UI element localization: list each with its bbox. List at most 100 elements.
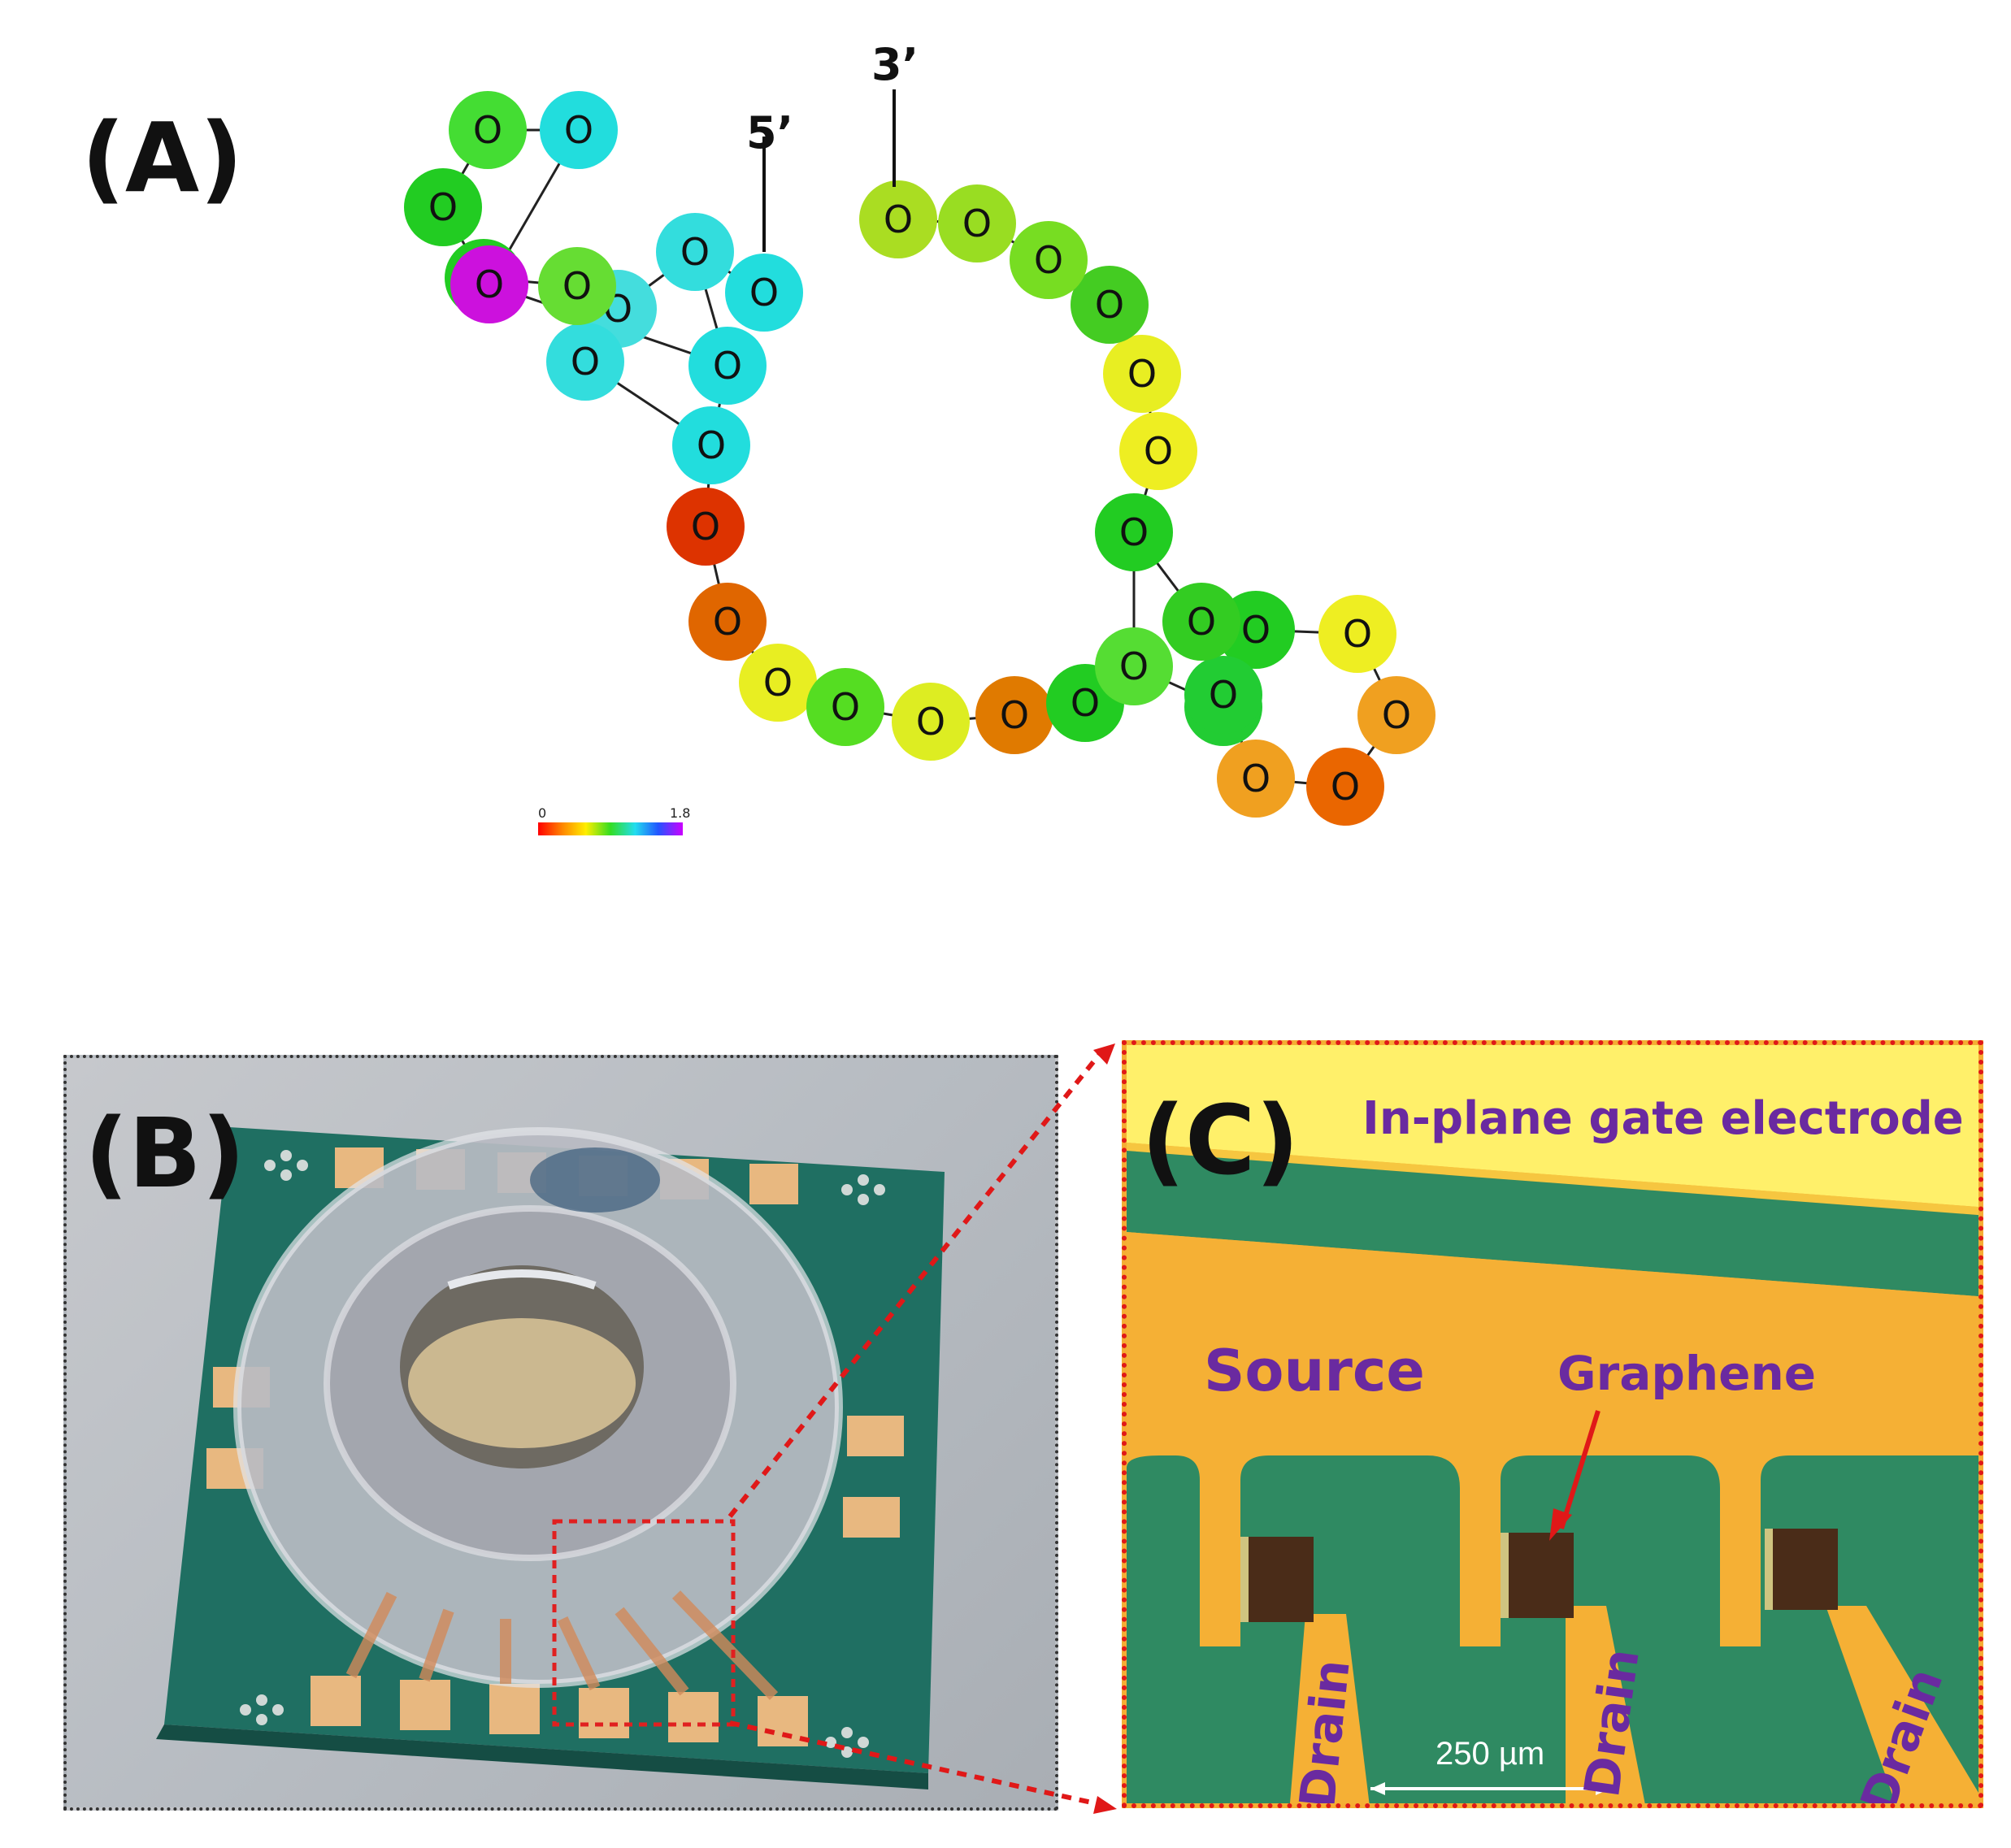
nucleotide-node: O	[1162, 583, 1240, 661]
nucleotide-label: O	[713, 344, 742, 388]
nucleotide-node: O	[1095, 627, 1173, 705]
chip-photo: (B)	[63, 1055, 1058, 1811]
rna-structure-diagram: OOOOOOOOOOOOOOOOOOOOOOOOOOOOOOOOOOO 5’ 3…	[404, 39, 1435, 835]
nucleotide-disc	[1095, 627, 1173, 705]
nucleotide-disc	[538, 247, 616, 325]
nucleotide-label: O	[1241, 757, 1270, 800]
nucleotide-node: O	[1095, 493, 1173, 571]
nucleotide-label: O	[1000, 693, 1029, 737]
nucleotide-node: O	[975, 676, 1053, 754]
nucleotide-label: O	[680, 230, 710, 274]
nucleotide-label: O	[884, 197, 913, 241]
nucleotide-disc	[739, 644, 817, 722]
nucleotide-disc	[450, 245, 528, 323]
nucleotide-node: O	[1357, 676, 1435, 754]
zoom-region-box	[552, 1519, 736, 1727]
nucleotide-disc	[892, 683, 970, 761]
nucleotide-node: O	[1217, 740, 1295, 818]
nucleotide-label: O	[1209, 673, 1238, 717]
nucleotide-disc	[806, 668, 884, 746]
nucleotide-node: O	[1306, 748, 1384, 826]
nucleotide-label: O	[475, 262, 504, 306]
nucleotide-label: O	[1144, 429, 1173, 473]
nucleotide-label: O	[697, 423, 726, 467]
nucleotide-label: O	[962, 202, 992, 245]
nucleotide-disc	[540, 91, 618, 169]
nucleotide-label: O	[1187, 600, 1216, 644]
nucleotide-disc	[975, 676, 1053, 754]
color-scale-bar	[538, 822, 683, 835]
nucleotide-disc	[546, 323, 624, 401]
nucleotide-disc	[1071, 266, 1149, 344]
nucleotide-disc	[688, 583, 767, 661]
nucleotide-node: O	[538, 247, 616, 325]
nucleotide-label: O	[1034, 238, 1063, 282]
nucleotide-nodes: OOOOOOOOOOOOOOOOOOOOOOOOOOOOOOOOOOO	[404, 91, 1435, 826]
color-scale-min: 0	[538, 805, 546, 821]
nucleotide-label: O	[428, 185, 458, 229]
nucleotide-node: O	[859, 180, 937, 258]
nucleotide-label: O	[1127, 352, 1157, 396]
nucleotide-disc	[1010, 221, 1088, 299]
color-scale-max: 1.8	[670, 805, 690, 821]
nucleotide-node: O	[1318, 595, 1396, 673]
nucleotide-node: O	[938, 184, 1016, 262]
graphene-label: Graphene	[1557, 1346, 1817, 1401]
nucleotide-label: O	[562, 264, 592, 308]
three-prime-label: 3’	[871, 39, 919, 90]
nucleotide-label: O	[564, 108, 593, 152]
nucleotide-disc	[667, 488, 745, 566]
nucleotide-node: O	[892, 683, 970, 761]
panel-label-b: (B)	[85, 1097, 245, 1209]
nucleotide-disc	[938, 184, 1016, 262]
nucleotide-node: O	[1103, 335, 1181, 413]
panel-label-a: (A)	[81, 102, 244, 214]
nucleotide-label: O	[1331, 765, 1360, 809]
nucleotide-label: O	[1095, 283, 1124, 327]
nucleotide-label: O	[1119, 510, 1149, 554]
source-label: Source	[1204, 1338, 1425, 1404]
nucleotide-disc	[1162, 583, 1240, 661]
nucleotide-disc	[1095, 493, 1173, 571]
nucleotide-node: O	[1071, 266, 1149, 344]
graphene-channel-1	[1240, 1537, 1314, 1622]
nucleotide-label: O	[1382, 693, 1411, 737]
nucleotide-node: O	[546, 323, 624, 401]
nucleotide-disc	[725, 254, 803, 332]
nucleotide-disc	[672, 406, 750, 484]
nucleotide-disc	[1306, 748, 1384, 826]
nucleotide-node: O	[672, 406, 750, 484]
nucleotide-disc	[404, 168, 482, 246]
nucleotide-label: O	[1343, 612, 1372, 656]
graphene-micrograph: (C) In-plane gate electrode Source Graph…	[1122, 1040, 1983, 1808]
nucleotide-label: O	[473, 108, 502, 152]
nucleotide-node: O	[667, 488, 745, 566]
nucleotide-node: O	[656, 213, 734, 291]
graphene-arrow	[1559, 1410, 1601, 1529]
nucleotide-disc	[859, 180, 937, 258]
nucleotide-node: O	[404, 168, 482, 246]
nucleotide-node: O	[1119, 412, 1197, 490]
nucleotide-label: O	[916, 700, 945, 744]
nucleotide-node: O	[688, 327, 767, 405]
nucleotide-disc	[1318, 595, 1396, 673]
nucleotide-disc	[1119, 412, 1197, 490]
nucleotide-node: O	[806, 668, 884, 746]
nucleotide-label: O	[763, 661, 793, 705]
nucleotide-disc	[1357, 676, 1435, 754]
five-prime-label: 5’	[746, 107, 793, 158]
nucleotide-disc	[1217, 740, 1295, 818]
nucleotide-node: O	[540, 91, 618, 169]
nucleotide-node: O	[725, 254, 803, 332]
nucleotide-node: O	[688, 583, 767, 661]
nucleotide-disc	[688, 327, 767, 405]
nucleotide-disc	[656, 213, 734, 291]
panel-label-c: (C)	[1141, 1084, 1300, 1196]
gate-electrode-label: In-plane gate electrode	[1362, 1092, 1964, 1145]
nucleotide-label: O	[571, 340, 600, 384]
nucleotide-node: O	[449, 91, 527, 169]
scale-bar-label: 250 µm	[1435, 1736, 1545, 1772]
nucleotide-label: O	[691, 505, 720, 549]
nucleotide-node: O	[739, 644, 817, 722]
graphene-channel-3	[1765, 1529, 1838, 1610]
